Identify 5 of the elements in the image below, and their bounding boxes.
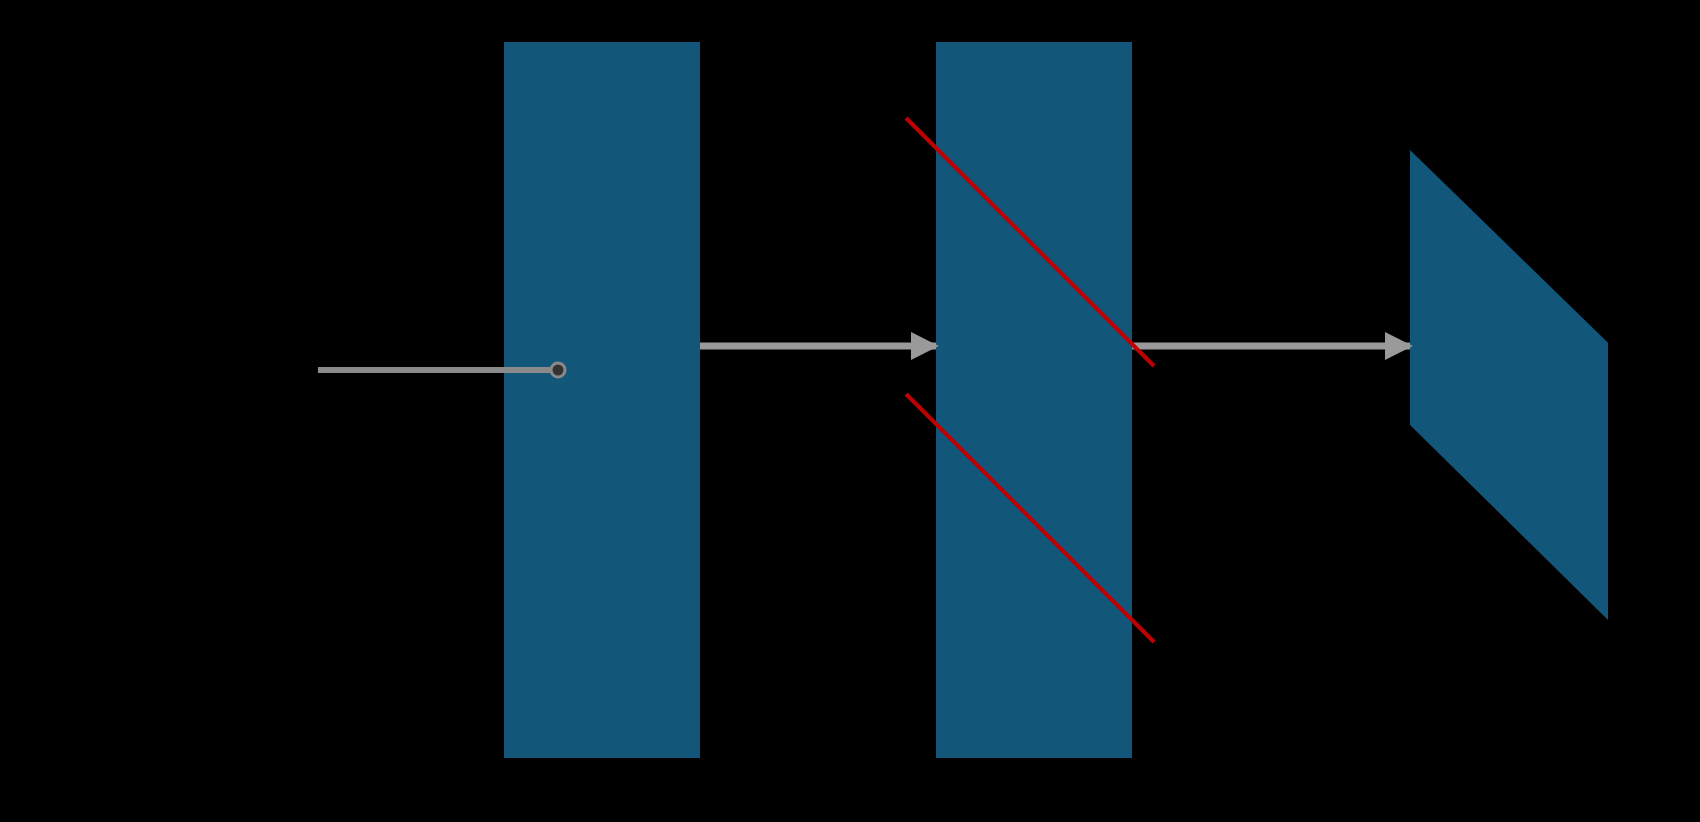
panel-rectangle bbox=[504, 42, 700, 758]
arrow bbox=[700, 332, 939, 360]
arrow bbox=[1132, 332, 1413, 360]
slanted-panel bbox=[1410, 150, 1608, 620]
panel-rectangle bbox=[936, 42, 1132, 758]
